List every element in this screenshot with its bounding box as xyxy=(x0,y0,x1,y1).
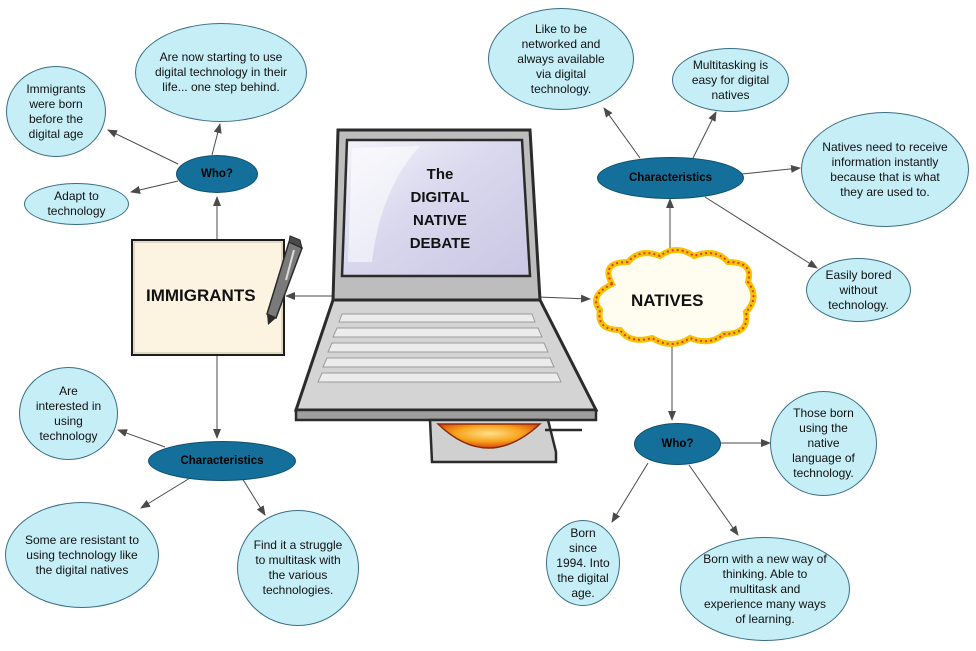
bubble-networked: Like to be networked and always availabl… xyxy=(488,8,634,110)
arrow-char-to-resistant xyxy=(140,477,191,509)
immigrants-characteristics-node: Characteristics xyxy=(148,441,296,481)
screen-title: The DIGITAL NATIVE DEBATE xyxy=(409,166,471,252)
arrow-char-to-struggle xyxy=(241,477,266,516)
arrow-char-to-interested xyxy=(117,429,166,448)
arrow-nchar-to-instant xyxy=(741,164,801,175)
arrow-nchar-to-networked xyxy=(603,107,641,159)
bubble-interested-in-technology: Are interested in using technology xyxy=(19,367,118,460)
bubble-easily-bored: Easily bored without technology. xyxy=(806,258,911,322)
natives-label: NATIVES xyxy=(631,291,704,310)
bubble-multitasking-easy: Multitasking is easy for digital natives xyxy=(672,48,789,112)
bubble-now-starting: Are now starting to use digital technolo… xyxy=(135,23,307,122)
immigrants-who-node: Who? xyxy=(176,155,258,193)
arrow-laptop-to-natives xyxy=(537,294,591,303)
arrow-nwho-to-since-1994 xyxy=(611,462,649,523)
immigrants-card xyxy=(131,239,285,356)
bubble-born-before-digital-age: Immigrants were born before the digital … xyxy=(6,66,106,157)
arrow-nwho-to-new-way xyxy=(688,464,739,536)
bubble-born-since-1994: Born since 1994. Into the digital age. xyxy=(546,520,620,606)
arrow-who-to-born-before xyxy=(107,129,179,165)
arrow-who-to-adapt xyxy=(130,180,179,194)
immigrants-label: IMMIGRANTS xyxy=(146,286,256,305)
arrow-who-to-starting xyxy=(211,123,222,156)
laptop-illustration xyxy=(293,128,599,464)
connector-lines xyxy=(107,107,818,536)
bubble-receive-information-instantly: Natives need to receive information inst… xyxy=(801,112,969,227)
bubble-resistant-to-technology: Some are resistant to using technology l… xyxy=(5,502,159,608)
natives-who-node: Who? xyxy=(634,423,721,465)
bubble-new-way-of-thinking: Born with a new way of thinking. Able to… xyxy=(680,537,850,641)
natives-cloud xyxy=(593,247,757,347)
natives-characteristics-node: Characteristics xyxy=(597,157,744,199)
arrow-nchar-to-bored xyxy=(704,196,818,269)
bubble-struggle-to-multitask: Find it a struggle to multitask with the… xyxy=(237,510,359,626)
bubble-native-language-of-technology: Those born using the native language of … xyxy=(770,391,877,496)
bubble-adapt-to-technology: Adapt to technology xyxy=(24,183,129,225)
pen-icon xyxy=(266,235,303,325)
arrow-nchar-to-multitasking xyxy=(692,111,717,159)
